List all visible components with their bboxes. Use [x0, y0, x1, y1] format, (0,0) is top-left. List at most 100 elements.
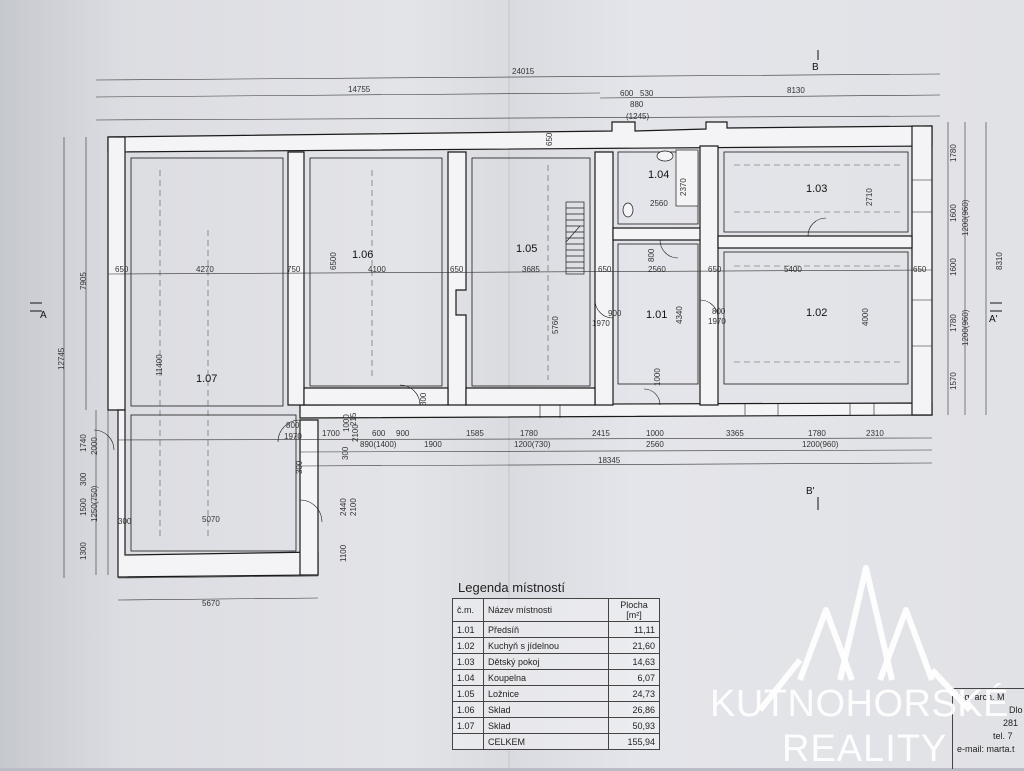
- legend-num: 1.07: [452, 717, 484, 734]
- dim-1900: 1900: [424, 440, 442, 449]
- bathtub: [675, 149, 699, 207]
- dim-5400: 5400: [784, 265, 802, 274]
- legend-num: 1.06: [452, 701, 484, 718]
- wall-105-101: [594, 151, 614, 406]
- table-row: 1.06 Sklad 26,86: [452, 701, 660, 718]
- section-a-right: A': [989, 314, 998, 325]
- legend-name: Ložnice: [483, 685, 609, 702]
- dim-2370: 2370: [679, 178, 688, 196]
- dim-5760: 5760: [551, 316, 560, 334]
- dim-650a: 650: [115, 265, 129, 274]
- legend-name: Kuchyň s jídelnou: [483, 637, 609, 654]
- table-row: 1.07 Sklad 50,93: [452, 717, 660, 734]
- legend-area: 50,93: [608, 717, 660, 734]
- door-105: [594, 299, 614, 319]
- door-300c-label: 300: [341, 446, 350, 460]
- dim-890: 890(1400): [360, 440, 397, 449]
- dim-l1300: 1300: [79, 542, 88, 560]
- door-1100-label: 1100: [339, 544, 348, 562]
- room-107-outline: [130, 157, 284, 407]
- door-800b-label: 800: [286, 421, 300, 430]
- outer-wall-right: [911, 125, 933, 416]
- legend-area: 21,60: [608, 637, 660, 654]
- legend-name: Předsíň: [483, 621, 609, 638]
- door-1970b-label: 1970: [708, 317, 726, 326]
- door-900-label: 900: [608, 309, 622, 318]
- dim-6500: 6500: [329, 252, 338, 270]
- dim-2415: 2415: [592, 429, 610, 438]
- dim-2100: 2100: [351, 424, 360, 442]
- legend-header-name: Název místnosti: [483, 598, 609, 622]
- dim-650e: 650: [913, 265, 927, 274]
- dim-l1740: 1740: [79, 434, 88, 452]
- dim-right: 8130: [787, 86, 805, 95]
- paper-fold: [508, 0, 510, 768]
- dim-4340: 4340: [675, 306, 684, 324]
- dim-5670: 5670: [202, 599, 220, 608]
- dim-600: 600: [372, 429, 386, 438]
- room-outlines: [130, 151, 909, 552]
- dimension-labels: 24015 14755 8130 600 530 880 (1245) 650 …: [57, 67, 1004, 608]
- dim-1000b: 1000: [646, 429, 664, 438]
- dim-3365: 3365: [726, 429, 744, 438]
- door-1970-label: 1970: [592, 319, 610, 328]
- dim-1700: 1700: [322, 429, 340, 438]
- dim-7905: 7905: [79, 272, 88, 290]
- dim-8310: 8310: [995, 252, 1004, 270]
- toilet: [622, 202, 634, 218]
- legend-area: 26,86: [608, 701, 660, 718]
- stamp-line-3: 281: [1003, 718, 1019, 728]
- dim-l2000: 2000: [90, 437, 99, 455]
- room-106-label: 1.06: [352, 249, 373, 261]
- room-101-outline: [617, 243, 699, 385]
- door-wing-top: [277, 419, 301, 443]
- legend-total-row: CELKEM 155,94: [452, 733, 660, 750]
- legend-num: 1.03: [452, 653, 484, 670]
- door-1970c-label: 1970: [284, 432, 302, 441]
- door-800-label: 800: [712, 307, 726, 316]
- room-104-label: 1.04: [648, 169, 669, 181]
- dim-11400: 11400: [155, 354, 164, 376]
- dim-530: 530: [640, 89, 654, 98]
- legend-name: Sklad: [483, 701, 609, 718]
- axis-lines: [159, 164, 900, 540]
- room-102-outline: [723, 251, 909, 385]
- room-105-label: 1.05: [516, 243, 537, 255]
- door-103: [807, 217, 827, 237]
- dim-l300: 300: [79, 472, 88, 486]
- dim-1780a: 1780: [520, 429, 538, 438]
- door-102: [699, 299, 719, 319]
- dim-215: 215: [349, 412, 358, 426]
- wall-wing-right: [299, 419, 319, 576]
- section-b-bottom: B': [806, 486, 815, 497]
- section-b-top: B: [812, 62, 819, 73]
- room-legend-table: č.m. Název místnosti Plocha [m²] 1.01 Př…: [452, 598, 660, 750]
- dim-1245: (1245): [626, 112, 649, 121]
- windows: [539, 179, 932, 418]
- dim-left: 14755: [348, 85, 371, 94]
- dim-2560c: 2560: [646, 440, 664, 449]
- staircase: [565, 201, 585, 275]
- outer-wall-top: [107, 121, 933, 153]
- dim-r1600b: 1600: [949, 258, 958, 276]
- stamp-line-2: Dlo: [1009, 705, 1023, 715]
- door-2100-label: 2100: [349, 498, 358, 516]
- dim-650top: 650: [545, 132, 554, 146]
- legend-name: Koupelna: [483, 669, 609, 686]
- room-103-label: 1.03: [806, 183, 827, 195]
- dim-r1200b: 1200(960): [961, 309, 970, 346]
- dim-3685: 3685: [522, 265, 540, 274]
- door-104: [659, 239, 679, 259]
- room-102-label: 1.02: [806, 307, 827, 319]
- dim-1780b: 1780: [808, 429, 826, 438]
- legend-area: 6,07: [608, 669, 660, 686]
- room-107-label: 1.07: [196, 373, 217, 385]
- section-markers: [30, 50, 1002, 510]
- stamp-line-5: e-mail: marta.t: [957, 744, 1015, 754]
- dim-r1780b: 1780: [949, 314, 958, 332]
- door-2440-label: 2440: [339, 498, 348, 516]
- dim-r1780a: 1780: [949, 144, 958, 162]
- bathroom-fixtures: [622, 149, 699, 218]
- legend-name: Dětský pokoj: [483, 653, 609, 670]
- legend-area: 14,63: [608, 653, 660, 670]
